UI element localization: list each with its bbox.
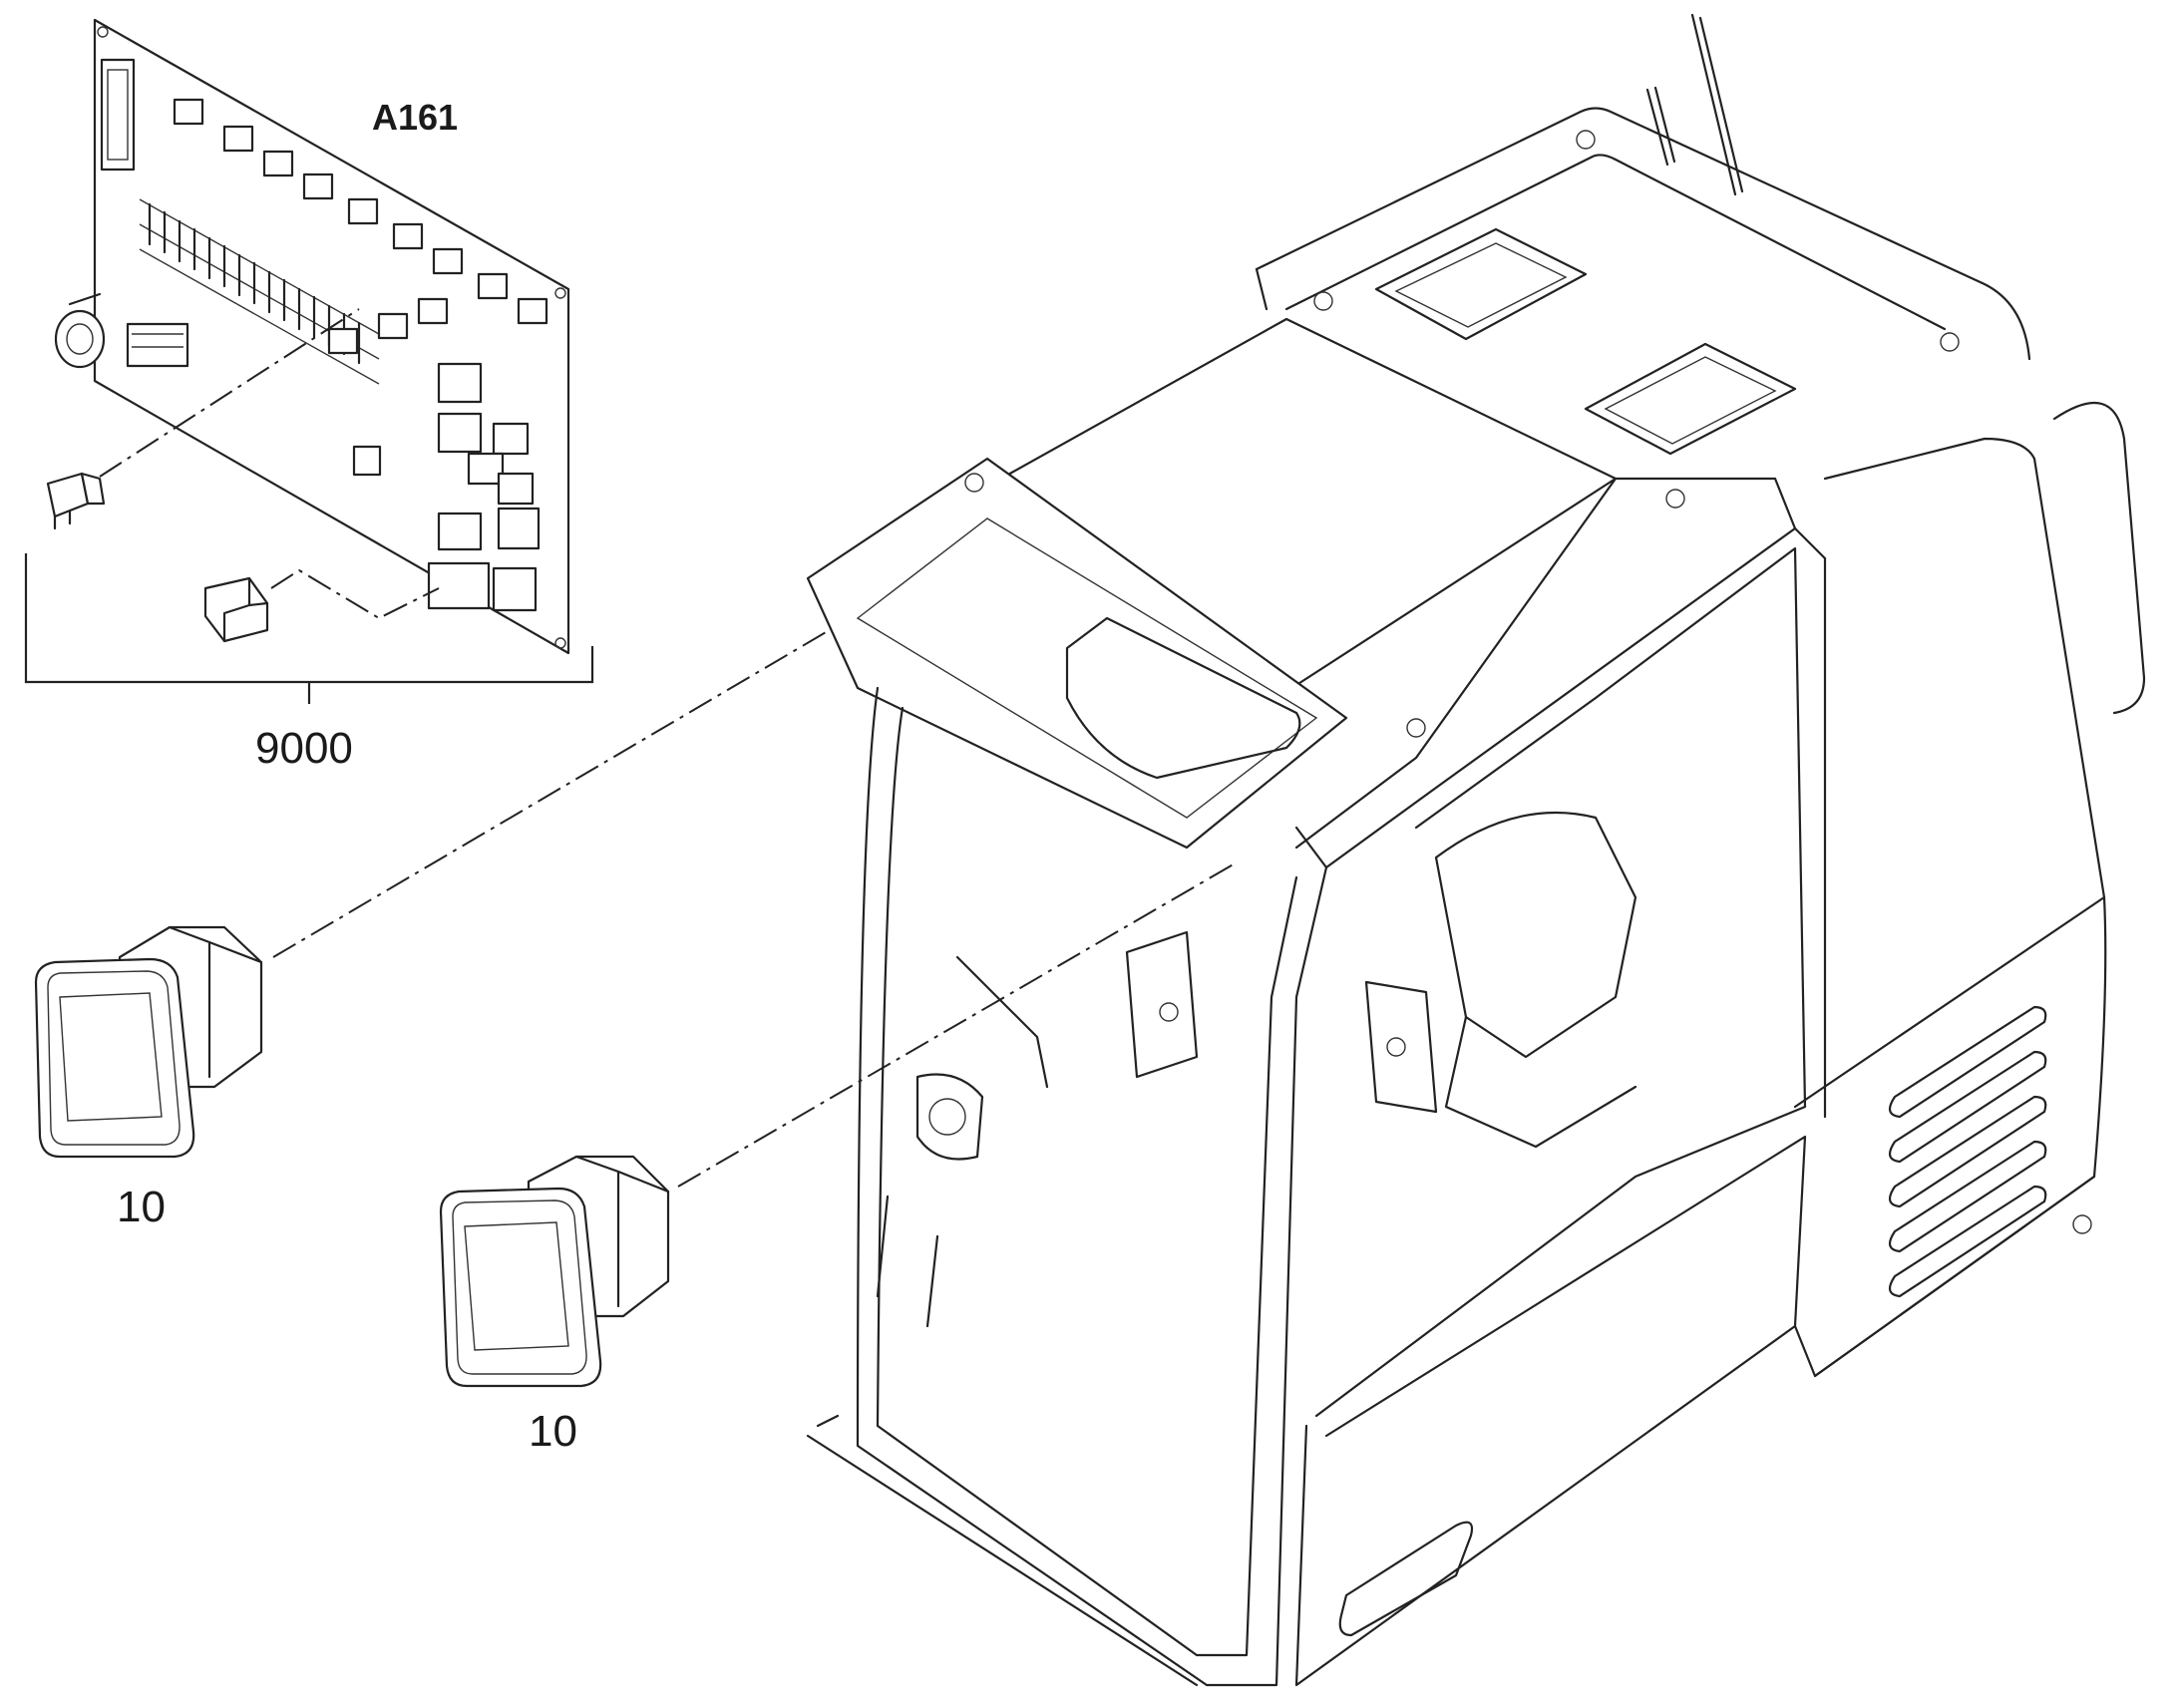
rear-vents (1888, 1005, 2047, 1298)
fuse-part[interactable] (46, 472, 106, 530)
mirror-left (1125, 930, 1199, 1079)
buzzer (54, 292, 106, 369)
mirror-right (1364, 980, 1438, 1114)
leader-lamp-left (272, 627, 834, 958)
relay-part[interactable] (203, 576, 269, 643)
label-lamp-left: 10 (117, 1183, 166, 1231)
label-9000: 9000 (255, 724, 353, 773)
leader-fuse (99, 308, 360, 478)
leader-lamp-right (677, 861, 1238, 1188)
operator-cab (806, 13, 2146, 1687)
work-lamp-right[interactable] (439, 1155, 670, 1388)
relay-row (173, 98, 548, 355)
kit-bracket-9000 (24, 553, 594, 704)
circuit-board-a161[interactable] (54, 18, 570, 655)
label-lamp-right: 10 (529, 1407, 577, 1456)
label-a161: A161 (372, 97, 458, 138)
leader-relay (270, 568, 440, 620)
work-lamp-left[interactable] (34, 925, 263, 1159)
